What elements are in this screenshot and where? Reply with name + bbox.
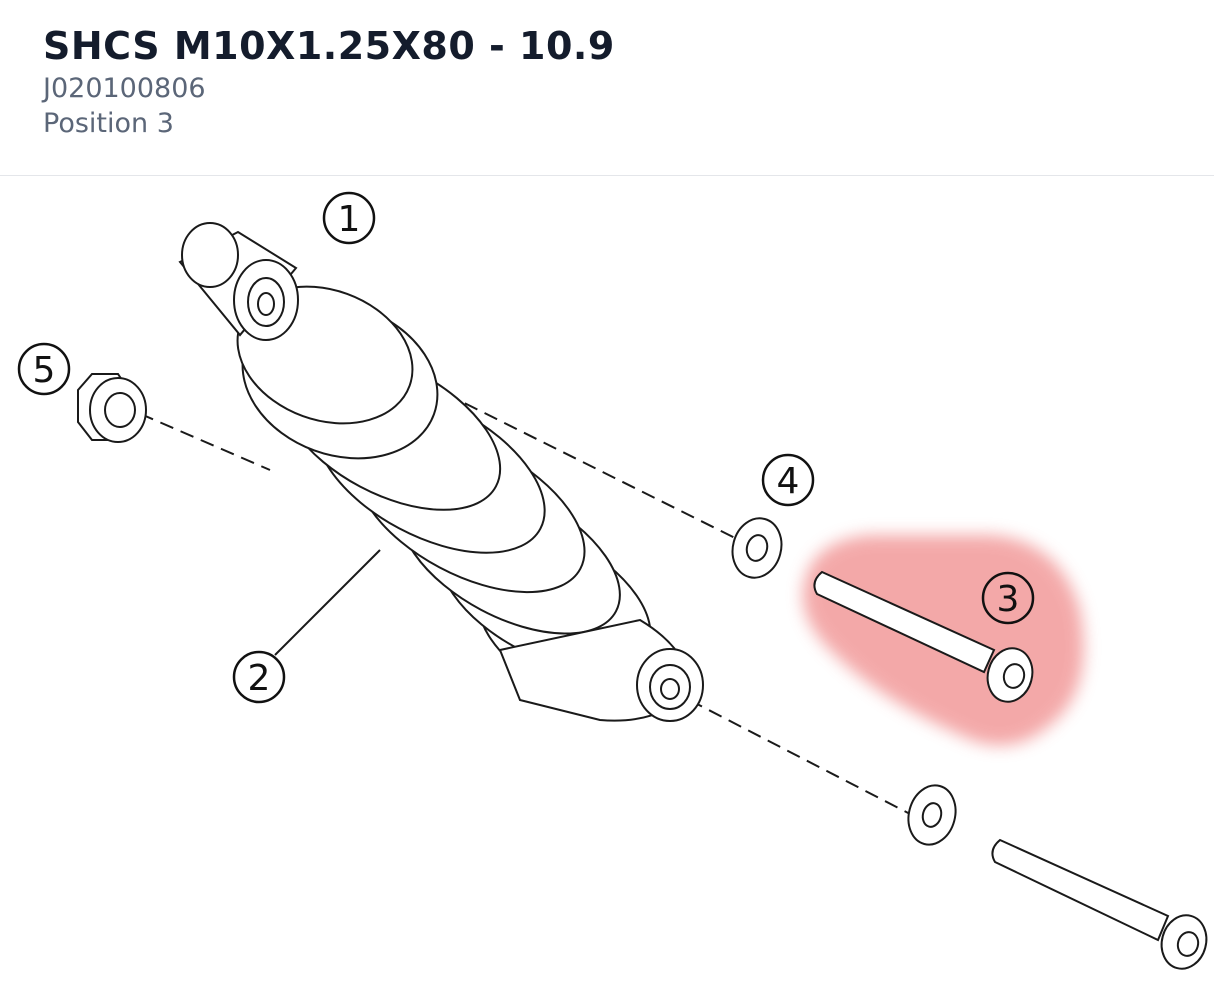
- callout-1-label: 1: [338, 199, 361, 240]
- callout-2-label: 2: [248, 658, 271, 699]
- part-header: SHCS M10X1.25X80 - 10.9 J020100806 Posit…: [0, 0, 1214, 176]
- part-5-flange-nut[interactable]: [77, 373, 147, 443]
- callout-1[interactable]: 1: [322, 191, 376, 245]
- part-position: Position 3: [43, 108, 174, 139]
- callout-5-label: 5: [33, 350, 56, 391]
- callout-5[interactable]: 5: [17, 342, 71, 396]
- part-title: SHCS M10X1.25X80 - 10.9: [43, 24, 615, 68]
- exploded-parts-diagram: 1 2 3 4 5: [0, 177, 1214, 990]
- leader-line-part-2: [274, 549, 381, 656]
- callout-2[interactable]: 2: [232, 650, 286, 704]
- part-number: J020100806: [43, 73, 206, 104]
- part-3-socket-head-cap-screw-lower[interactable]: [991, 838, 1212, 974]
- callout-3[interactable]: 3: [981, 571, 1035, 625]
- callout-4[interactable]: 4: [761, 453, 815, 507]
- part-3-socket-head-cap-screw[interactable]: [813, 570, 1038, 707]
- part-4-washer-lower[interactable]: [902, 780, 962, 850]
- shock-absorber-assembly[interactable]: [178, 222, 704, 738]
- callout-3-label: 3: [997, 579, 1020, 620]
- part-4-washer[interactable]: [726, 513, 788, 583]
- callout-4-label: 4: [777, 461, 800, 502]
